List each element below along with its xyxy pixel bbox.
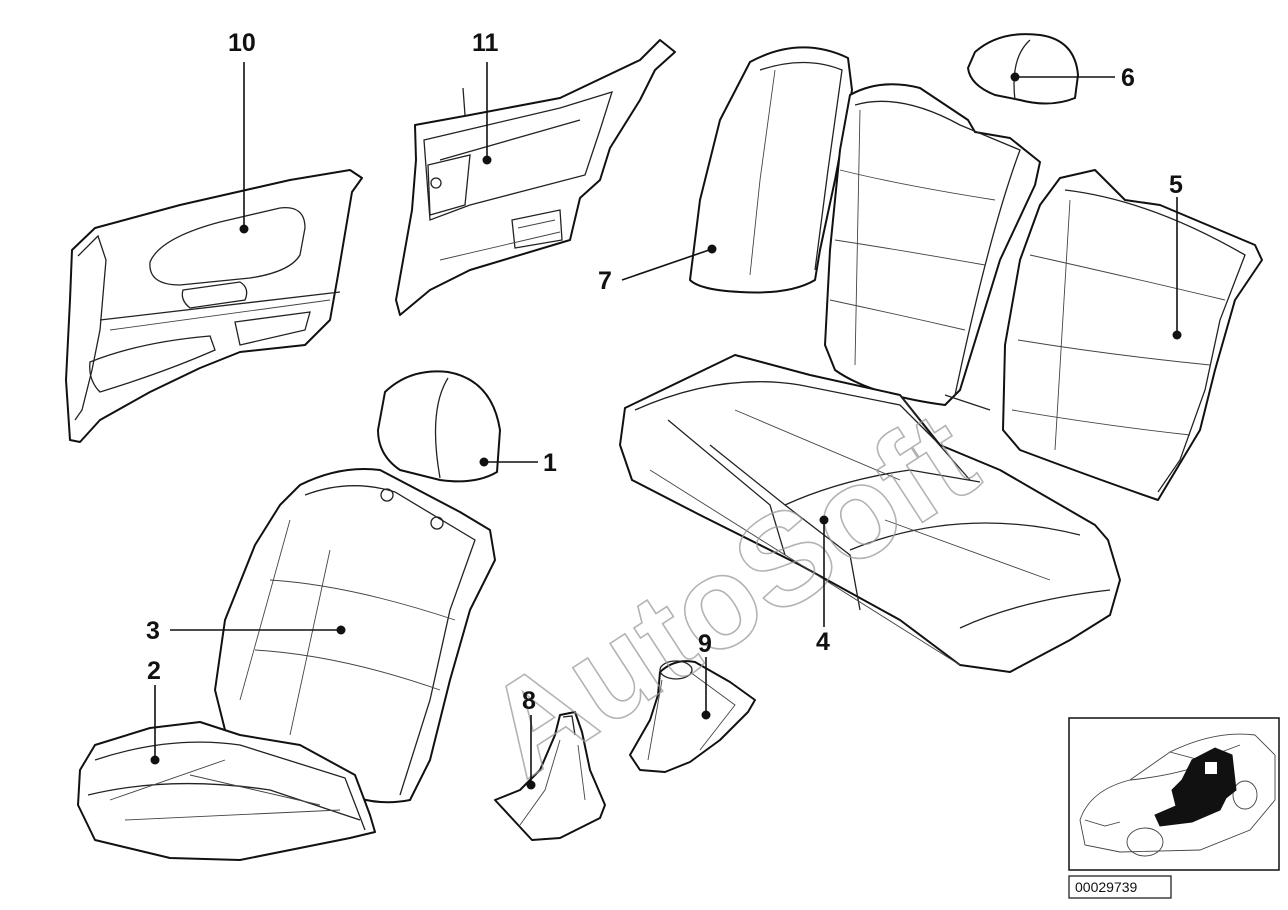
callout-leaders [150, 62, 1182, 790]
callout-11: 11 [472, 29, 499, 57]
rear-headrest-part [967, 33, 1079, 105]
side-bolster-part [689, 46, 853, 294]
front-headrest-part [377, 370, 501, 483]
callout-9: 9 [698, 630, 712, 658]
callout-7: 7 [598, 267, 612, 295]
callout-2: 2 [147, 657, 161, 685]
callout-8: 8 [522, 687, 536, 715]
rear-backrest-right-part [1002, 169, 1263, 501]
document-number-box: 00029739 [1068, 875, 1172, 899]
callout-4: 4 [816, 628, 830, 656]
front-backrest-part [214, 468, 496, 804]
rear-backrest-left-part [824, 83, 1041, 411]
door-trim-panel-part [65, 169, 363, 443]
handbrake-boot-part [629, 660, 756, 773]
callout-3: 3 [146, 617, 160, 645]
document-number: 00029739 [1075, 879, 1138, 895]
rear-side-trim-part [395, 39, 676, 316]
callout-1: 1 [543, 449, 557, 477]
callout-6: 6 [1121, 64, 1135, 92]
rear-bench-part [619, 354, 1121, 673]
gear-boot-part [494, 711, 606, 841]
callout-10: 10 [228, 29, 256, 57]
car-location-inset [1068, 717, 1280, 871]
callout-5: 5 [1169, 171, 1183, 199]
